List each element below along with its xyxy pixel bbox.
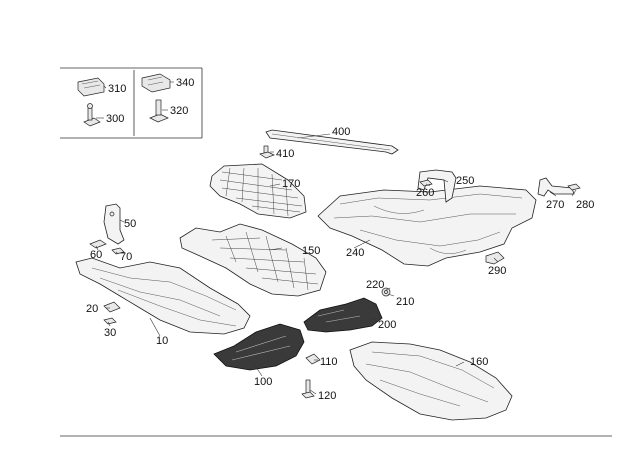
callout-200: 200: [378, 319, 396, 331]
part-260-nut[interactable]: [419, 179, 433, 187]
callout-260: 260: [416, 187, 434, 199]
callout-410: 410: [276, 148, 294, 160]
part-270-bracket[interactable]: [537, 177, 575, 197]
part-320-screw[interactable]: [149, 99, 169, 123]
callout-labels: 310 300 340 320 400 410 170 250 260 270 …: [86, 77, 594, 402]
callout-340: 340: [176, 77, 194, 89]
part-50-bracket[interactable]: [103, 203, 125, 245]
callout-160: 160: [470, 356, 488, 368]
part-170-panel[interactable]: [209, 163, 307, 219]
part-410-bolt[interactable]: [259, 145, 275, 159]
fastener-inset-frame: [60, 67, 203, 139]
callout-290: 290: [488, 265, 506, 277]
part-150-panel[interactable]: [179, 223, 327, 297]
callout-240: 240: [346, 247, 364, 259]
callout-310: 310: [108, 83, 126, 95]
callout-250: 250: [456, 175, 474, 187]
callout-110: 110: [320, 356, 338, 368]
leader-lines: [95, 81, 577, 395]
callout-270: 270: [546, 199, 564, 211]
callout-150: 150: [302, 245, 320, 257]
callout-210: 210: [396, 296, 414, 308]
callout-400: 400: [332, 126, 350, 138]
part-300-screw[interactable]: [83, 103, 101, 127]
callout-280: 280: [576, 199, 594, 211]
callout-220: 220: [366, 279, 384, 291]
part-20-clip[interactable]: [103, 301, 121, 313]
callout-70: 70: [120, 251, 132, 263]
part-200-bracket[interactable]: [303, 297, 383, 333]
part-290-clip[interactable]: [485, 251, 505, 265]
callout-10: 10: [156, 335, 168, 347]
callout-300: 300: [106, 113, 124, 125]
callout-320: 320: [170, 105, 188, 117]
part-160-panel[interactable]: [349, 341, 513, 421]
callout-100: 100: [254, 376, 272, 388]
part-70-nut[interactable]: [111, 247, 125, 255]
part-120-screw[interactable]: [301, 379, 315, 399]
part-240-panel[interactable]: [317, 185, 537, 267]
part-210-bolt[interactable]: [384, 290, 388, 294]
callout-20: 20: [86, 303, 98, 315]
callout-120: 120: [318, 390, 336, 402]
callout-50: 50: [124, 218, 136, 230]
part-100-panel[interactable]: [213, 323, 305, 371]
part-10-panel[interactable]: [75, 257, 251, 335]
part-280-bolt[interactable]: [567, 183, 581, 191]
part-310-clip[interactable]: [77, 77, 105, 97]
callout-30: 30: [104, 327, 116, 339]
callout-60: 60: [90, 249, 102, 261]
part-60-clip[interactable]: [89, 239, 107, 249]
part-340-clip[interactable]: [141, 73, 171, 93]
part-400-rod[interactable]: [265, 129, 399, 155]
part-250-bracket[interactable]: [417, 169, 457, 203]
part-110-clip[interactable]: [305, 353, 321, 365]
callout-170: 170: [282, 178, 300, 190]
part-30-nut[interactable]: [103, 317, 117, 325]
